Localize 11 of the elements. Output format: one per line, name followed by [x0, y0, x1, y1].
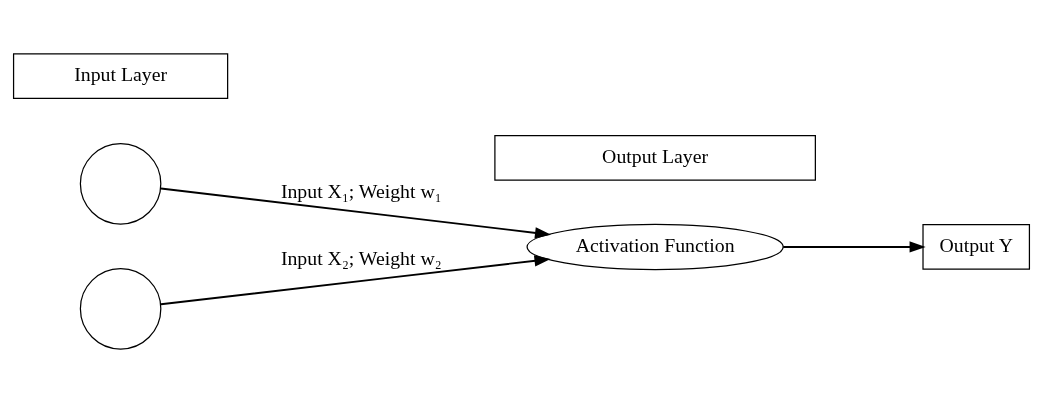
node-box: Output Y [922, 224, 1031, 270]
edge-label: Input X₂; Weight w₂ [280, 247, 442, 270]
arrow [160, 187, 552, 239]
node-box: Input Layer [12, 53, 229, 100]
edge-label: Input X₁; Weight w₁ [280, 180, 442, 203]
arrow [160, 255, 551, 306]
node-circle [79, 143, 162, 225]
node-circle [79, 268, 162, 350]
arrow [782, 241, 926, 253]
node-ellipse: Activation Function [526, 223, 784, 271]
node-box: Output Layer [494, 135, 816, 181]
